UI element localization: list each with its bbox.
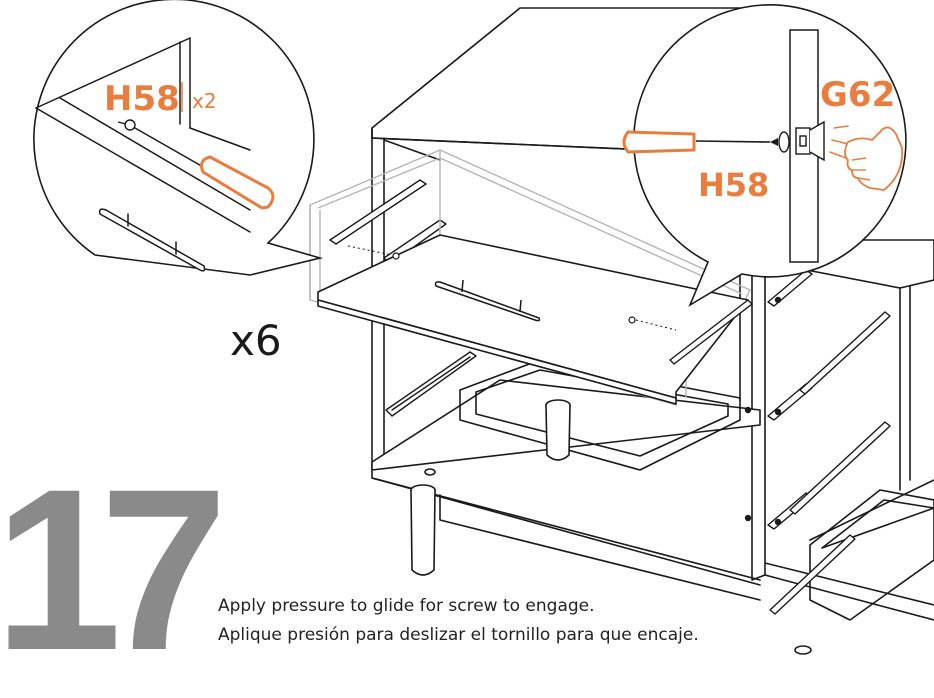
right-detail-callout: G62 H58 [622, 4, 907, 307]
drawer-handle [434, 279, 541, 322]
callout-left-count: x2 [192, 89, 217, 113]
left-detail-callout: H58 x2 [33, 0, 324, 276]
drawer-slides-right [744, 269, 891, 615]
step-number: 17 [0, 441, 228, 698]
assembly-illustration: H58 x2 G62 H58 [33, 0, 934, 655]
second-cabinet [764, 239, 934, 621]
callout-left-part: H58 [104, 79, 180, 119]
quantity-label: x6 [230, 316, 282, 365]
instruction-line-english: Apply pressure to glide for screw to eng… [218, 596, 595, 616]
cabinet-legs [410, 399, 812, 655]
callout-right-screw-part: H58 [698, 166, 769, 204]
callout-right-clip-part: G62 [820, 75, 895, 115]
drawer-slides-left [383, 219, 477, 417]
instruction-text: Apply pressure to glide for screw to eng… [218, 592, 918, 650]
drawer-runners [328, 179, 754, 365]
instruction-line-spanish: Aplique presión para deslizar el tornill… [218, 625, 699, 645]
screw-guides [347, 245, 677, 331]
